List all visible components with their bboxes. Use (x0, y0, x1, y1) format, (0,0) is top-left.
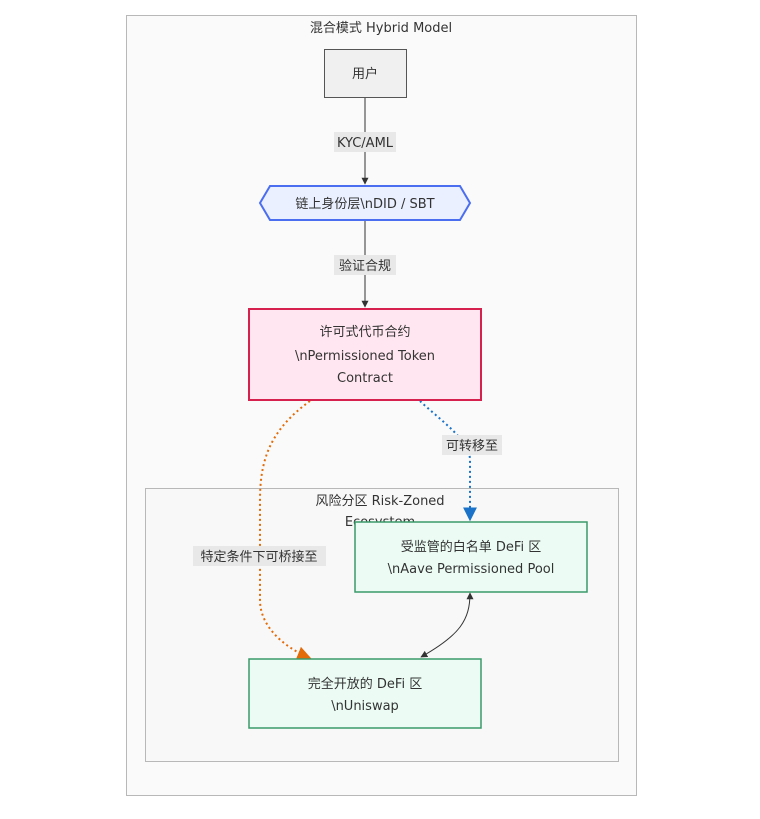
edge-verify-label: 验证合规 (339, 258, 391, 274)
node-user-label: 用户 (352, 66, 378, 82)
node-identity: 链上身份层\nDID / SBT (258, 185, 472, 221)
edge-bridge: 特定条件下可桥接至 (193, 400, 326, 660)
edge-bridge-label: 特定条件下可桥接至 (200, 549, 317, 565)
edge-verify: 验证合规 (334, 221, 396, 308)
node-aave-pool: 受监管的白名单 DeFi 区 \nAave Permissioned Pool (354, 521, 588, 593)
edge-bridge-label-bg (193, 546, 326, 566)
edge-transfer-label: 可转移至 (446, 439, 498, 454)
edge-transfer: 可转移至 (419, 400, 502, 522)
node-aave-line1: 受监管的白名单 DeFi 区 (401, 539, 541, 555)
edge-interop (420, 592, 474, 658)
edge-kyc-label-bg (334, 132, 396, 152)
edge-verify-label-bg (334, 255, 396, 275)
node-user: 用户 (324, 49, 407, 98)
node-identity-label: 链上身份层\nDID / SBT (295, 196, 434, 212)
cluster-risk-title-line1: 风险分区 Risk-Zoned (315, 494, 444, 509)
node-uniswap: 完全开放的 DeFi 区 \nUniswap (248, 658, 482, 729)
node-token-contract: 许可式代币合约 \nPermissioned Token Contract (248, 308, 482, 401)
node-uniswap-line1: 完全开放的 DeFi 区 (308, 676, 422, 692)
node-token-line2: \nPermissioned Token (295, 349, 435, 364)
node-token-line1: 许可式代币合约 (319, 325, 410, 340)
node-aave-line2: \nAave Permissioned Pool (388, 562, 555, 577)
edge-transfer-label-bg (442, 435, 502, 455)
node-uniswap-line2: \nUniswap (331, 699, 399, 714)
edge-kyc: KYC/AML (334, 97, 396, 185)
node-token-line3: Contract (337, 371, 393, 386)
cluster-hybrid-title: 混合模式 Hybrid Model (310, 21, 452, 36)
edge-kyc-label: KYC/AML (337, 136, 394, 151)
